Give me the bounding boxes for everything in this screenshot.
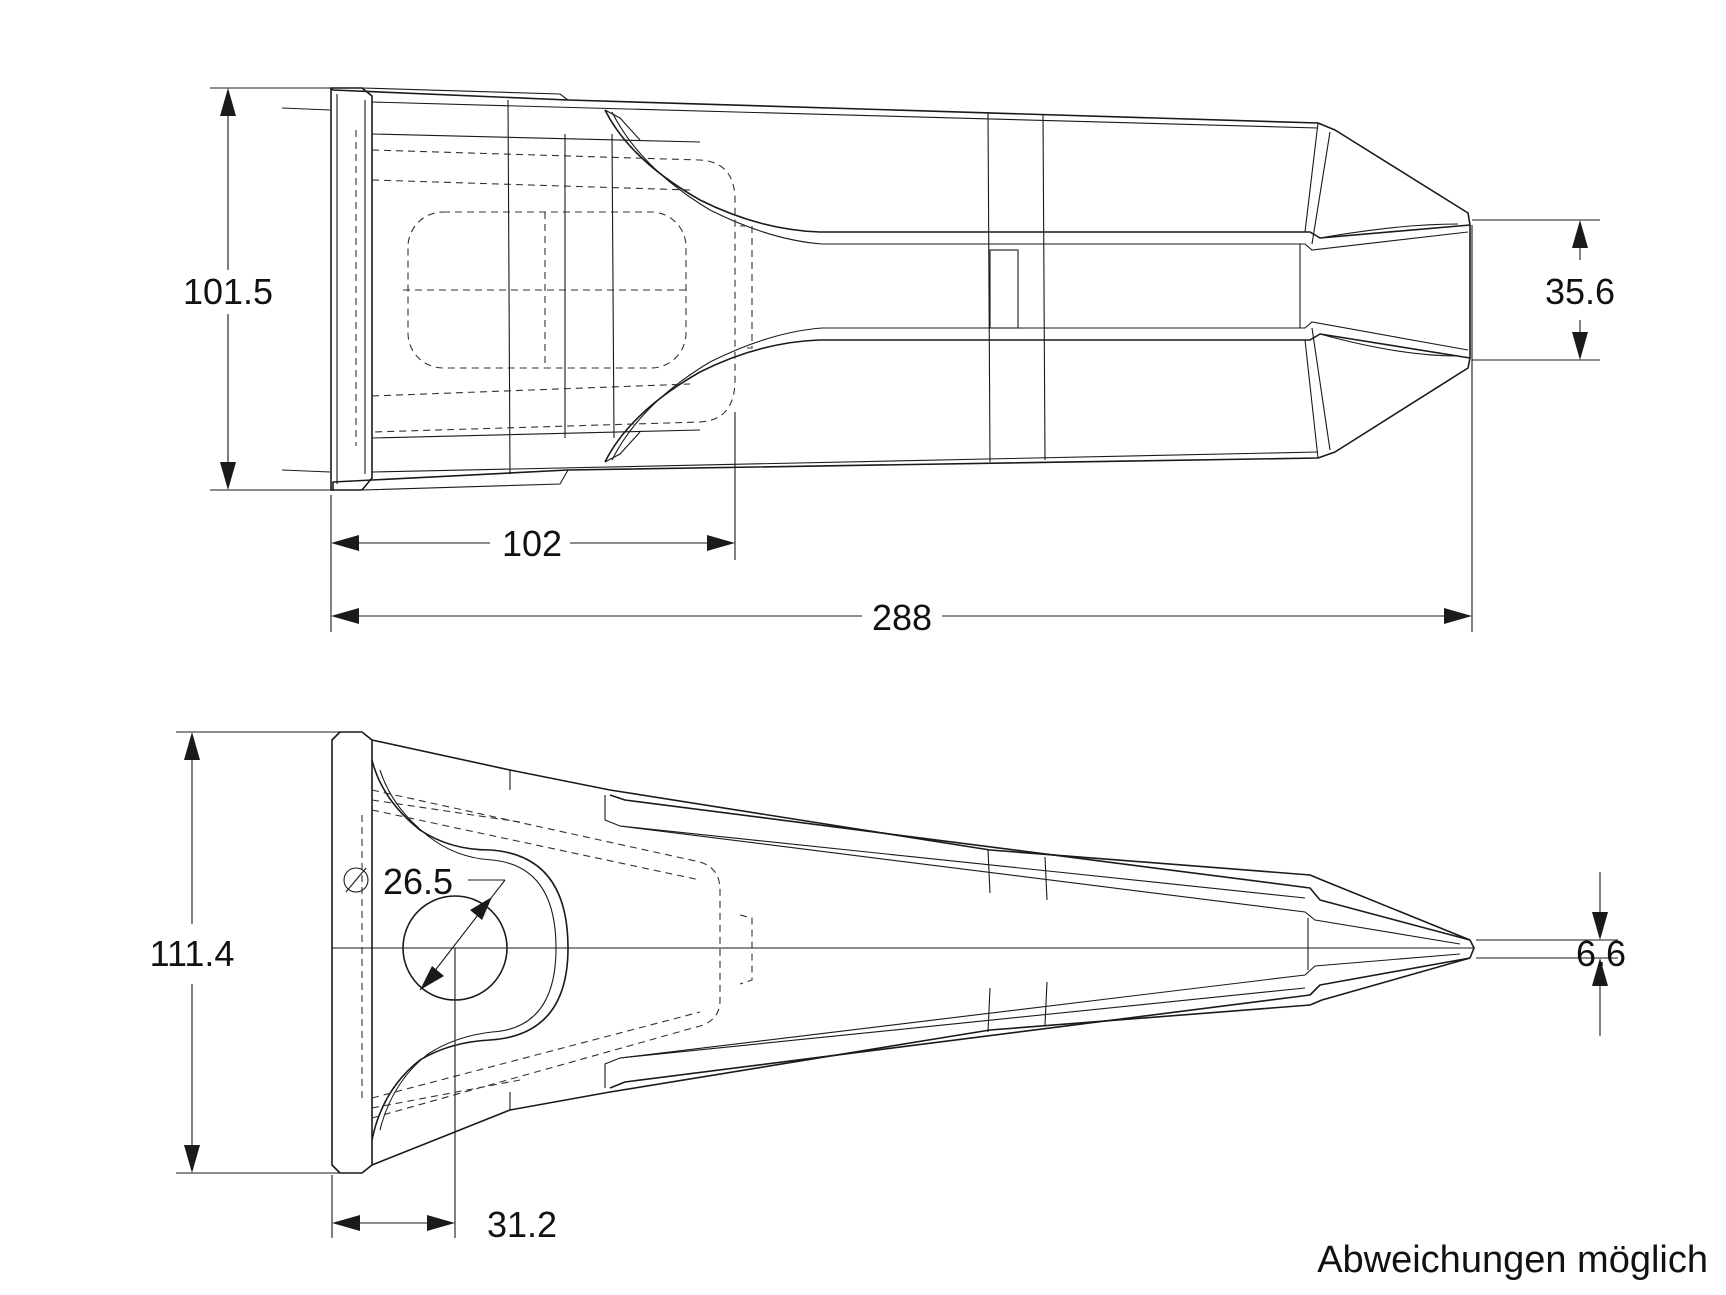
top-view-outline [330, 87, 1471, 491]
side-view-outline-upper [371, 739, 1471, 941]
side-view-pin-boss [371, 759, 569, 1141]
top-view [330, 87, 1471, 491]
dim-pin-hole-diameter: 26.5 [383, 861, 453, 902]
dim-tip-height: 35.6 [1545, 271, 1615, 312]
side-view-dimensions: 111.4 26.5 31.2 6.6 [150, 731, 1626, 1245]
dim-pocket-depth: 102 [502, 523, 562, 564]
deviation-note: Abweichungen möglich [1317, 1239, 1708, 1281]
top-view-ridge-upper [604, 109, 1471, 239]
side-view-tip [1469, 939, 1475, 959]
side-view [331, 731, 1475, 1174]
top-view-dimensions: 101.5 35.6 102 288 [178, 87, 1615, 638]
dim-side-height: 111.4 [150, 933, 235, 974]
dim-tip-thickness: 6.6 [1576, 933, 1626, 974]
dim-top-height: 101.5 [183, 271, 273, 312]
side-view-outline-lower [371, 957, 1471, 1166]
dim-pin-hole-offset: 31.2 [487, 1204, 557, 1245]
side-view-flange [331, 731, 373, 1174]
top-view-flange [331, 87, 373, 491]
dim-overall-length: 288 [872, 597, 932, 638]
top-view-ridge-lower [604, 333, 1471, 463]
